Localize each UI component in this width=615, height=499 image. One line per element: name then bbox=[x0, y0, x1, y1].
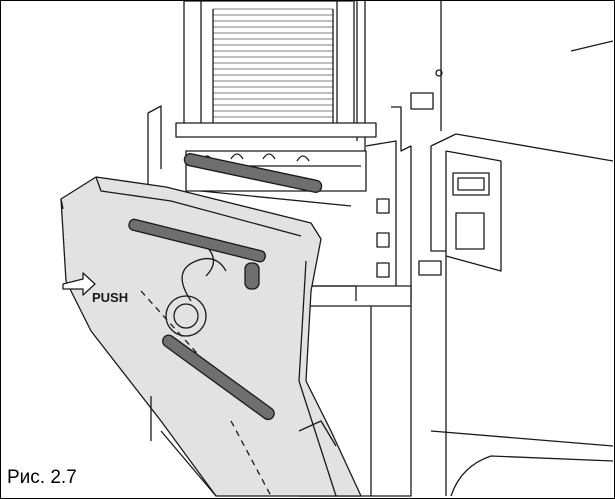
note-stack bbox=[183, 1, 366, 151]
cover-grip-knob bbox=[244, 262, 260, 290]
push-arrow-icon bbox=[62, 272, 96, 296]
front-cover[interactable] bbox=[60, 176, 362, 497]
cover-grip-strip-bottom bbox=[161, 334, 275, 421]
right-side-panel bbox=[410, 1, 614, 497]
roller-grip-strip bbox=[183, 153, 323, 193]
cover-grip-strip-top bbox=[128, 218, 266, 263]
figure-caption: Рис. 2.7 bbox=[7, 467, 77, 488]
push-label: PUSH bbox=[92, 290, 128, 305]
flame-logo-icon bbox=[181, 257, 227, 302]
lower-cassette bbox=[150, 396, 337, 497]
